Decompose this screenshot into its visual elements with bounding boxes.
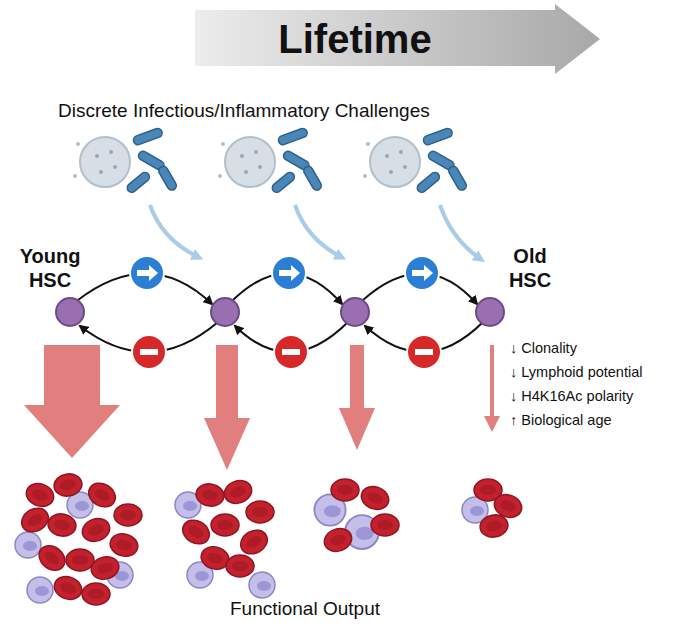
challenge-arrow xyxy=(295,205,343,258)
node-label: Old HSC xyxy=(495,244,565,294)
aging-feature: ↓ Clonality xyxy=(510,338,685,358)
red-blood-cell xyxy=(51,573,85,603)
inhibit-minus xyxy=(282,349,300,355)
timeline-arrow-shape xyxy=(195,4,600,74)
pathogen-cluster xyxy=(363,127,468,194)
promote-symbol xyxy=(272,256,306,290)
red-blood-cell xyxy=(211,514,239,536)
red-blood-cell xyxy=(236,525,271,558)
inhibit-symbol xyxy=(132,335,166,369)
blood-cell-cluster xyxy=(462,479,525,539)
promote-arrow xyxy=(137,265,158,281)
output-arrow xyxy=(339,345,375,450)
hsc-cell xyxy=(211,298,239,326)
hsc-circle xyxy=(476,298,504,326)
inhibit-symbol xyxy=(407,335,441,369)
hsc-cell xyxy=(341,298,369,326)
red-blood-cell xyxy=(84,478,119,511)
red-blood-cell xyxy=(82,583,110,605)
promote-symbol xyxy=(405,256,439,290)
challenge-heading: Discrete Infectious/Inflammatory Challen… xyxy=(58,99,528,123)
output-arrow xyxy=(484,345,500,432)
white-blood-cell xyxy=(249,572,275,598)
hsc-cell: Old HSC xyxy=(476,298,504,326)
red-blood-cell xyxy=(23,480,57,510)
red-blood-cell xyxy=(321,525,355,555)
promote-circle xyxy=(405,256,439,290)
output-arrow xyxy=(24,345,120,458)
red-blood-cell xyxy=(331,479,359,501)
promote-arrow xyxy=(279,265,300,281)
inhibit-circle xyxy=(274,335,308,369)
white-blood-cell xyxy=(27,577,53,603)
inhibit-minus xyxy=(140,349,158,355)
red-blood-cell xyxy=(46,512,77,539)
red-blood-cell xyxy=(79,515,113,545)
blood-cell-cluster xyxy=(15,472,142,605)
output-caption: Functional Output xyxy=(195,597,415,621)
promote-arrow xyxy=(412,265,433,281)
challenge-arrow xyxy=(150,205,200,258)
red-blood-cell xyxy=(226,555,254,577)
red-blood-cell xyxy=(52,472,83,499)
hsc-cell-outline xyxy=(56,298,84,326)
output-arrow xyxy=(204,345,250,470)
inhibit-minus xyxy=(415,349,433,355)
promote-circle xyxy=(272,256,306,290)
node-label: Young HSC xyxy=(15,244,85,294)
inhibit-circle xyxy=(132,335,166,369)
red-blood-cell xyxy=(371,514,399,536)
hsc-cell-outline xyxy=(476,298,504,326)
red-blood-cell xyxy=(66,549,94,571)
inhibit-symbol xyxy=(274,335,308,369)
red-blood-cell xyxy=(34,541,70,576)
pathogen-cluster xyxy=(218,127,323,194)
inhibit-circle xyxy=(407,335,441,369)
red-blood-cell xyxy=(17,503,52,536)
hsc-cell: Young HSC xyxy=(56,298,84,326)
red-blood-cell xyxy=(89,554,122,582)
red-blood-cell xyxy=(246,501,274,523)
red-blood-cell xyxy=(358,483,392,513)
blood-cell-cluster xyxy=(314,479,399,555)
aging-feature: ↑ Biological age xyxy=(510,410,685,430)
red-blood-cell xyxy=(221,477,255,507)
red-blood-cell xyxy=(194,482,225,509)
pathogen-cluster xyxy=(73,127,178,194)
red-blood-cell xyxy=(114,504,142,526)
aging-feature: ↓ H4K16Ac polarity xyxy=(510,386,685,406)
red-blood-cell xyxy=(108,531,141,559)
node-label: Lifetime xyxy=(195,4,515,74)
red-blood-cell xyxy=(178,515,213,548)
timeline-arrow: Lifetime xyxy=(195,4,600,74)
red-blood-cell xyxy=(478,513,509,540)
aging-feature: ↓ Lymphoid potential xyxy=(510,362,685,382)
hsc-circle xyxy=(56,298,84,326)
blood-cell-cluster xyxy=(175,477,275,598)
challenge-arrow xyxy=(440,205,482,260)
promote-circle xyxy=(130,256,164,290)
promote-symbol xyxy=(130,256,164,290)
white-blood-cell xyxy=(15,532,41,558)
